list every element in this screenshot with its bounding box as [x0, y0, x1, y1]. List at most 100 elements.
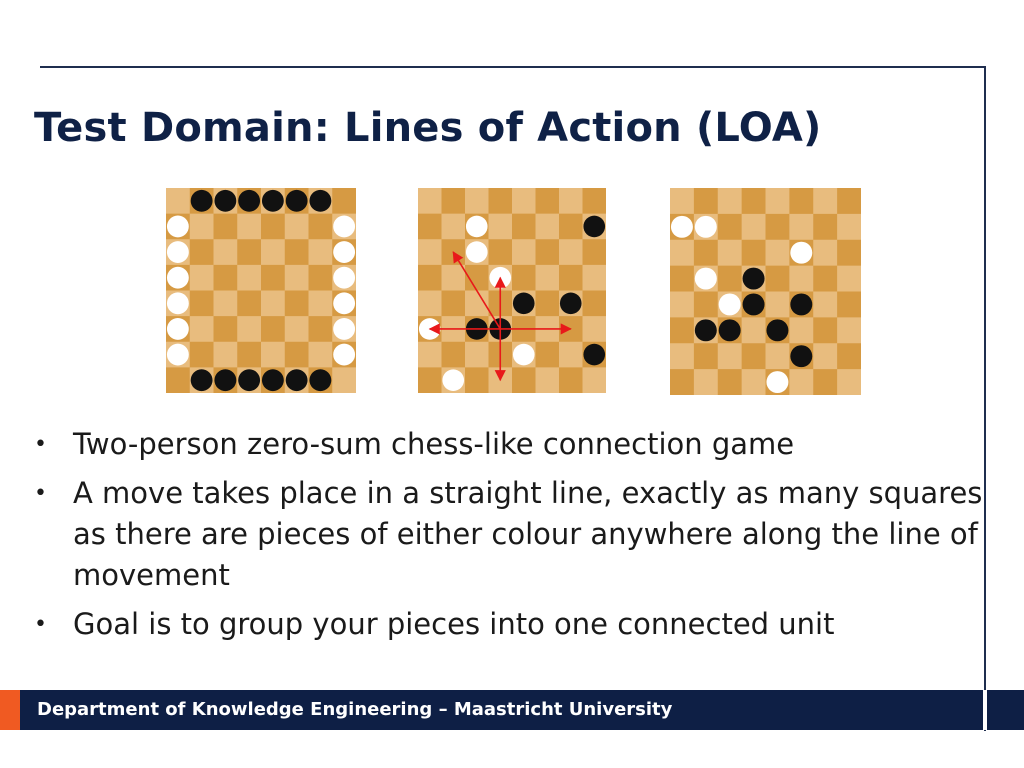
board-square [418, 213, 442, 240]
board-square [559, 341, 583, 368]
board-square [535, 213, 560, 240]
board-square [418, 367, 442, 393]
board-square [535, 341, 560, 368]
board-square [512, 239, 536, 266]
board-square [813, 343, 838, 370]
bullet-marker: • [34, 612, 47, 637]
board-square [582, 188, 606, 215]
board-end-position [670, 188, 861, 395]
board-square [535, 367, 560, 393]
board-square [465, 341, 489, 368]
board-square [670, 369, 695, 395]
board-square [837, 343, 861, 370]
board-square [488, 239, 513, 266]
board-square [582, 316, 606, 343]
board-square [213, 213, 238, 240]
white-piece [333, 343, 356, 366]
black-piece [190, 189, 213, 212]
board-square [559, 239, 583, 266]
board-square [741, 369, 766, 395]
board-square [789, 213, 814, 241]
board-square [308, 316, 333, 343]
top-rule [40, 66, 986, 68]
board-square [512, 213, 536, 240]
black-piece [583, 215, 606, 238]
board-square [717, 343, 743, 370]
board-square [213, 290, 238, 317]
bullet-marker: • [34, 432, 47, 457]
bullet-text: A move takes place in a straight line, e… [73, 476, 983, 592]
white-piece [166, 292, 189, 315]
board-square [717, 369, 743, 395]
board-square [535, 290, 560, 317]
bullet-item: • Goal is to group your pieces into one … [30, 604, 990, 645]
board-square [837, 291, 861, 318]
board-square [789, 265, 814, 292]
board-square [512, 188, 536, 215]
board-square [488, 188, 513, 215]
board-square [441, 188, 466, 215]
board-square [670, 317, 695, 344]
white-piece [766, 371, 789, 394]
footer-divider [983, 690, 987, 730]
board-square [765, 291, 790, 318]
white-piece [166, 266, 189, 289]
board-square [332, 188, 356, 215]
footer-bar [0, 690, 1024, 730]
black-piece [790, 345, 813, 368]
footer-text: Department of Knowledge Engineering – Ma… [37, 699, 673, 720]
white-piece [333, 215, 356, 238]
board-square [166, 367, 191, 393]
black-piece [766, 319, 789, 342]
board-square [418, 341, 442, 368]
white-piece [166, 343, 189, 366]
board-square [418, 188, 442, 215]
board-square [166, 188, 191, 215]
board-square [717, 188, 743, 215]
board-square [189, 290, 214, 317]
black-piece [583, 343, 606, 366]
bullet-item: • A move takes place in a straight line,… [30, 473, 990, 596]
white-piece [442, 369, 465, 391]
board-square [237, 341, 262, 368]
board-square [813, 265, 838, 292]
board-square [670, 239, 695, 267]
white-piece [465, 241, 488, 263]
board-square [418, 239, 442, 266]
board-square [813, 188, 838, 215]
board-square [237, 264, 262, 291]
board-square [189, 213, 214, 240]
black-piece [238, 189, 261, 212]
board-square [465, 188, 489, 215]
board-square [582, 367, 606, 393]
black-piece [309, 189, 332, 212]
board-square [284, 341, 309, 368]
white-piece [790, 241, 813, 264]
board-square [535, 264, 560, 291]
bullet-text: Two-person zero-sum chess-like connectio… [73, 427, 795, 461]
board-square [308, 290, 333, 317]
board-square [189, 316, 214, 343]
board-square [512, 264, 536, 291]
black-piece [559, 292, 582, 315]
board-square [741, 317, 766, 344]
board-square [213, 239, 238, 266]
board-square [813, 369, 838, 395]
board-square [670, 291, 695, 318]
board-square [789, 188, 814, 215]
board-square [237, 213, 262, 240]
board-square [693, 291, 719, 318]
board-square [582, 264, 606, 291]
board-square [670, 265, 695, 292]
board-square [693, 239, 719, 267]
move-arrow [452, 251, 501, 330]
board-square [284, 316, 309, 343]
white-piece [465, 215, 488, 238]
board-square [237, 239, 262, 266]
white-piece [512, 343, 535, 366]
board-square [418, 290, 442, 317]
board-square [582, 290, 606, 317]
board-square [670, 188, 695, 215]
board-square [670, 343, 695, 370]
white-piece [694, 267, 717, 290]
